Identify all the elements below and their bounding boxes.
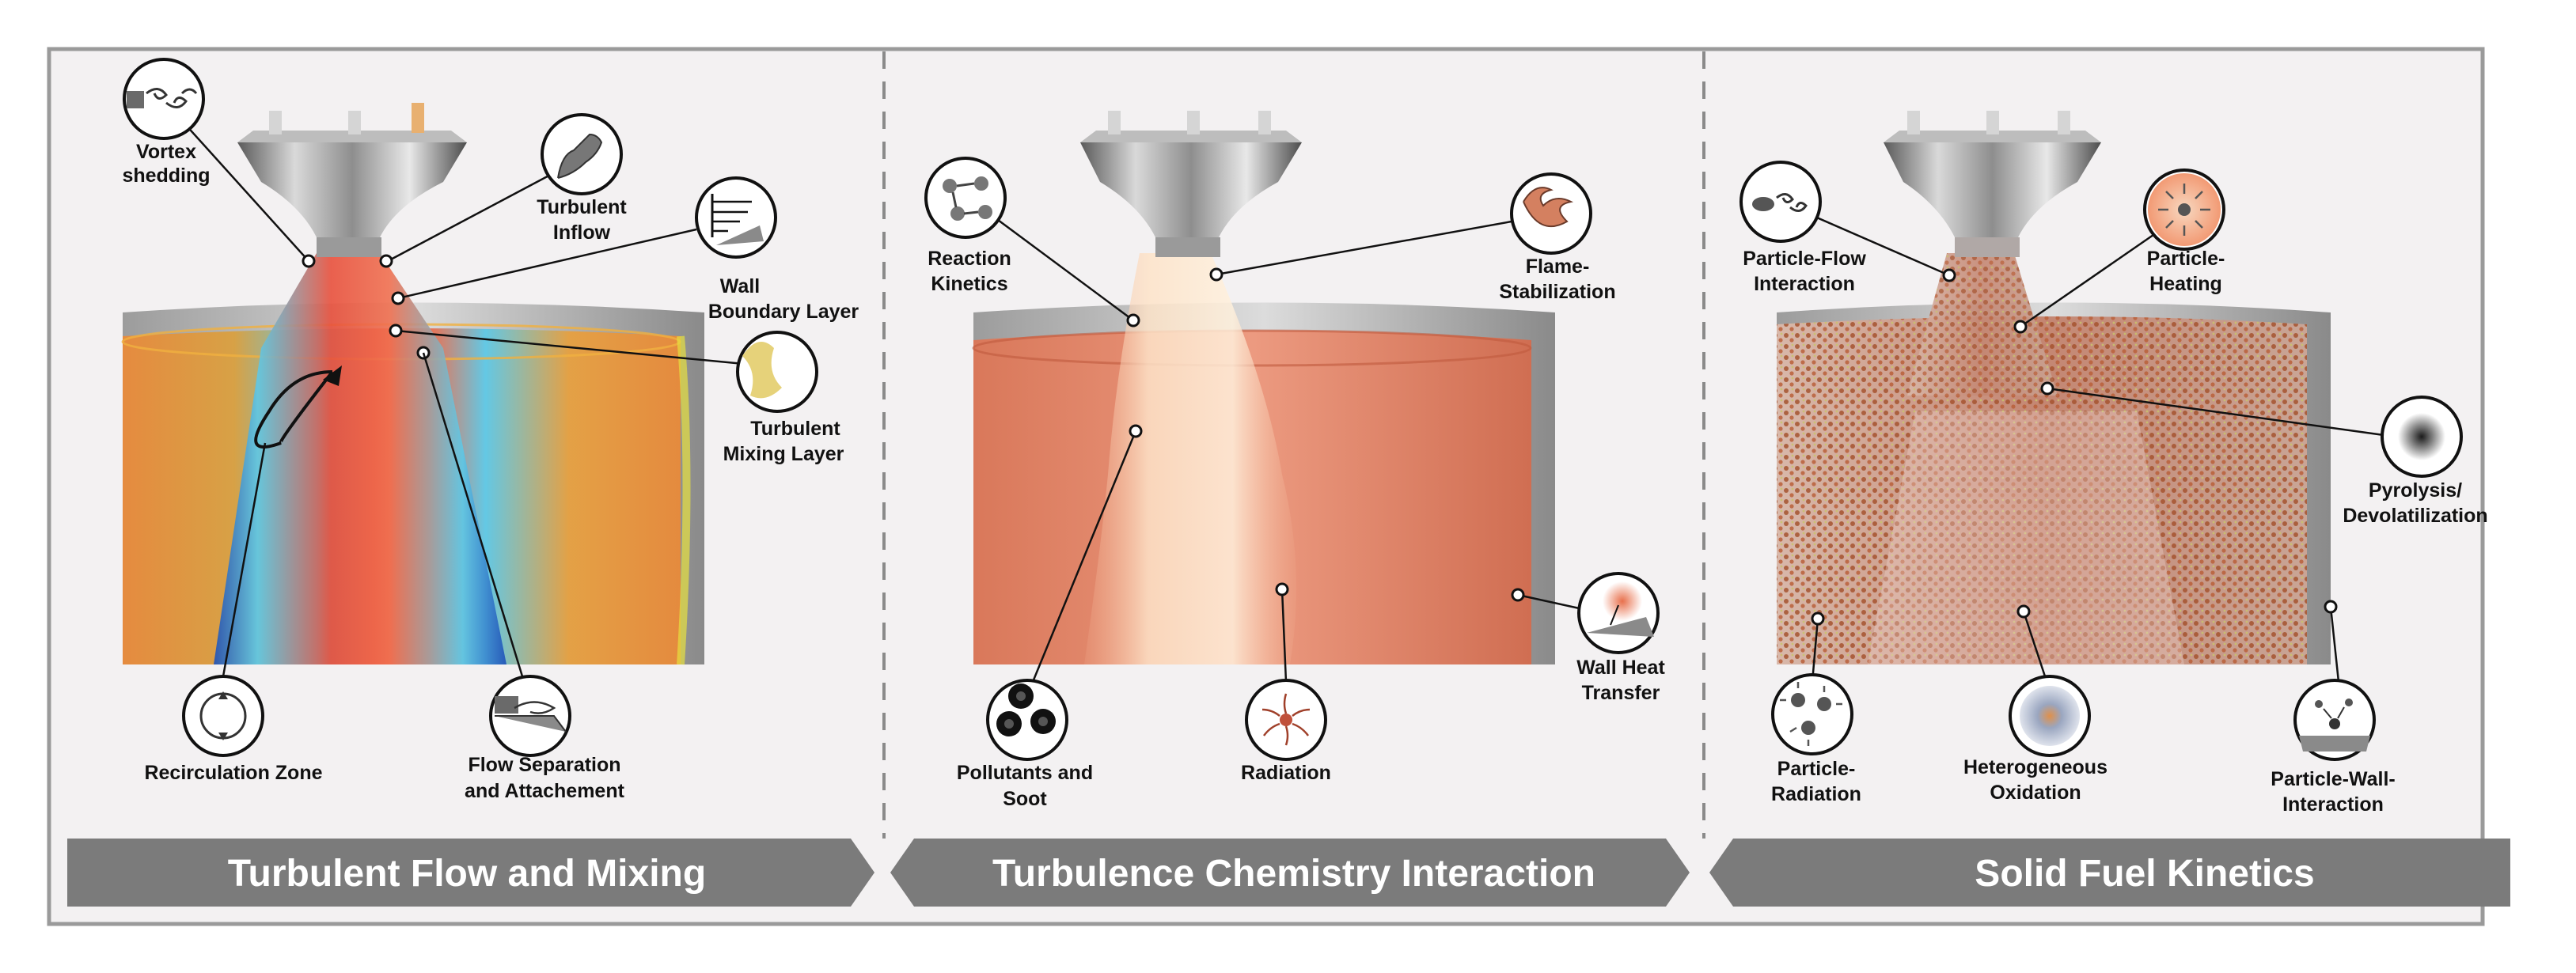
flame-stabilization-icon bbox=[1510, 172, 1592, 255]
label-mixing: Turbulent bbox=[750, 418, 840, 440]
svg-text:Recirculation Zone: Recirculation Zone bbox=[144, 762, 322, 784]
recirculation-arrow bbox=[254, 370, 334, 449]
pyrolysis-icon bbox=[2381, 396, 2463, 478]
pollutants-soot-icon bbox=[986, 679, 1068, 761]
label-pflow-2: Interaction bbox=[1754, 273, 1855, 295]
label-radiation: Radiation bbox=[1241, 762, 1331, 784]
banner-chemistry-text: Turbulence Chemistry Interaction bbox=[992, 853, 1595, 895]
svg-text:Particle-Heating: Particle- Heating bbox=[2147, 248, 2225, 295]
flow-separation-icon bbox=[489, 675, 571, 757]
label-pyro-2: Devolatilization bbox=[2343, 505, 2487, 527]
label-pheat-2: Heating bbox=[2149, 273, 2222, 295]
reaction-kinetics-icon bbox=[924, 157, 1007, 239]
vortex-shedding-icon bbox=[123, 58, 205, 140]
banner-chemistry: Turbulence Chemistry Interaction bbox=[890, 839, 1690, 907]
label-pwall: Particle-Wall- bbox=[2271, 768, 2395, 790]
banner-solid-fuel: Solid Fuel Kinetics bbox=[1709, 839, 2510, 907]
label-mixing-2: Mixing Layer bbox=[723, 443, 844, 465]
particle-wall-interaction-icon bbox=[2293, 679, 2376, 761]
label-flame-2: Stabilization bbox=[1499, 281, 1615, 303]
burner-nozzle-2 bbox=[1080, 111, 1302, 257]
wall-heat-transfer-icon bbox=[1577, 572, 1660, 654]
label-prad: Particle- bbox=[1777, 758, 1856, 780]
label-kinetics-2: Kinetics bbox=[931, 273, 1007, 295]
label-separation: Flow Separation bbox=[468, 754, 620, 776]
turbulent-inflow-icon bbox=[541, 113, 623, 195]
label-vortex: Vortex bbox=[136, 141, 196, 163]
label-vortex-2: shedding bbox=[122, 165, 210, 187]
svg-text:Particle-Radiation: Particle- Radiation bbox=[1771, 758, 1861, 805]
label-pheat: Particle- bbox=[2147, 248, 2225, 270]
particle-flow-icon bbox=[1739, 161, 1822, 243]
svg-text:Flame-Stabilization: Flame- Stabilization bbox=[1499, 256, 1615, 303]
banner-turbulent-flow: Turbulent Flow and Mixing bbox=[67, 839, 874, 907]
banner-turbulent-flow-text: Turbulent Flow and Mixing bbox=[228, 853, 706, 895]
label-flame: Flame- bbox=[1526, 256, 1590, 278]
label-pflow: Particle-Flow bbox=[1743, 248, 1866, 270]
label-pyro: Pyrolysis/ bbox=[2369, 479, 2462, 502]
label-wallheat-2: Transfer bbox=[1582, 682, 1660, 704]
label-hetox-2: Oxidation bbox=[1990, 782, 2081, 804]
label-inflow-2: Inflow bbox=[553, 221, 611, 244]
radiation-icon bbox=[1245, 679, 1327, 761]
burner-nozzle-3 bbox=[1884, 111, 2101, 257]
wall-boundary-layer-icon bbox=[695, 176, 777, 259]
label-prad-2: Radiation bbox=[1771, 783, 1861, 805]
label-recirc: Recirculation Zone bbox=[144, 762, 322, 784]
label-wall-bl-2: Boundary Layer bbox=[708, 301, 859, 323]
svg-text:Radiation: Radiation bbox=[1241, 762, 1331, 784]
label-separation-2: and Attachement bbox=[465, 780, 625, 802]
label-inflow: Turbulent bbox=[537, 196, 627, 218]
svg-text:Particle-Wall-Interaction: Particle-Wall- Interaction bbox=[2271, 768, 2395, 816]
combustion-chamber-3 bbox=[1777, 302, 2331, 664]
label-pwall-2: Interaction bbox=[2282, 793, 2384, 816]
banner-solid-fuel-text: Solid Fuel Kinetics bbox=[1975, 853, 2314, 895]
label-pollutants-2: Soot bbox=[1003, 788, 1047, 810]
recirculation-zone-icon bbox=[182, 675, 264, 757]
turbulent-mixing-layer-icon bbox=[736, 331, 818, 413]
particle-radiation-icon bbox=[1771, 673, 1853, 755]
turbulent-jet bbox=[214, 253, 506, 664]
label-wall-bl: Wall bbox=[720, 275, 760, 297]
flame-plume bbox=[1084, 253, 1296, 664]
label-pollutants: Pollutants and bbox=[957, 762, 1093, 784]
heterogeneous-oxidation-icon bbox=[2009, 675, 2091, 757]
burner-nozzle bbox=[237, 103, 467, 257]
label-wallheat: Wall Heat bbox=[1576, 657, 1665, 679]
label-hetox: Heterogeneous bbox=[1963, 756, 2107, 778]
svg-text:Pyrolysis/Devolatilization: Pyrolysis/Devolatilization bbox=[2343, 479, 2487, 527]
particle-heating-icon bbox=[2143, 168, 2225, 251]
label-kinetics: Reaction bbox=[928, 248, 1011, 270]
